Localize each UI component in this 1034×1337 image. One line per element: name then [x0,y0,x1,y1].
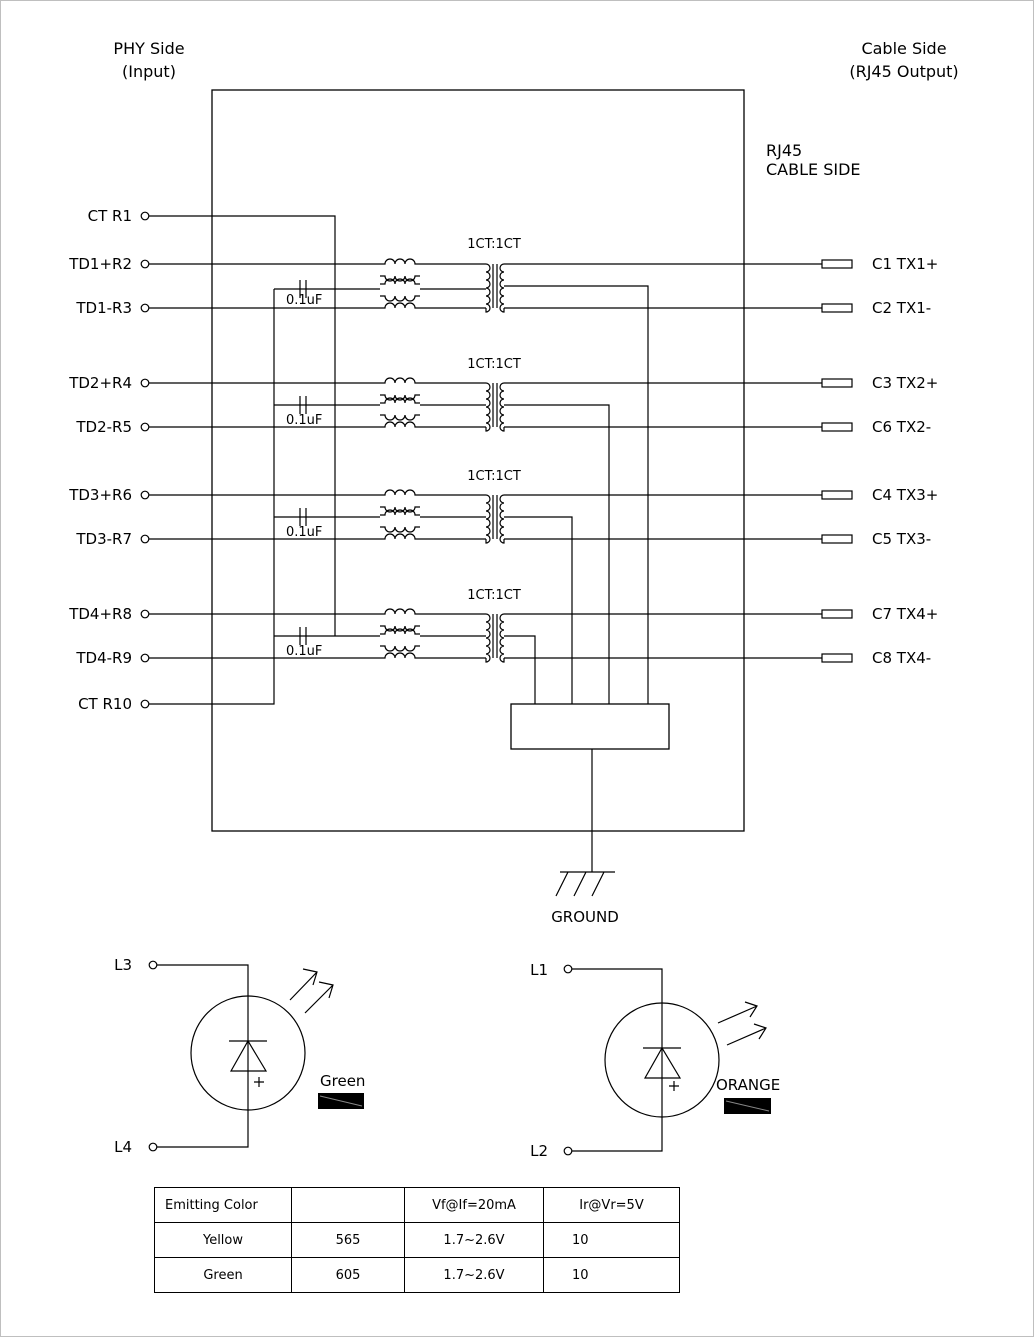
ct-r1-wire [149,215,336,636]
pin-terminal [140,211,150,221]
table-cell: 565 [291,1222,405,1258]
transformer-ratio-label: 1CT:1CT [467,469,521,484]
cable-side-subtitle: (RJ45 Output) [849,62,958,81]
led-spec-table: Emitting Color Vf@If=20mA Ir@Vr=5V Yello… [154,1187,680,1293]
rj45-cable-side-label: CABLE SIDE [766,160,861,179]
led-color-label: Green [320,1072,365,1090]
phy-pin-minus: TD3-R7 [75,530,132,548]
led-diode-symbol [229,1039,268,1072]
phy-pin-ct-r1: CT R1 [88,207,132,225]
table-cell: 10 [543,1222,680,1258]
table-header-cell: Vf@If=20mA [404,1187,544,1223]
cable-pin-minus: C5 TX3- [872,530,931,548]
led-green: L3 L4 Green [114,956,365,1156]
pin-terminal [140,699,150,709]
table-row: Yellow 565 1.7~2.6V 10 [154,1222,680,1258]
ground-label: GROUND [551,908,619,926]
led-pin-l2: L2 [530,1142,548,1160]
table-header-cell [291,1187,405,1223]
transformer-ratio-label: 1CT:1CT [467,588,521,603]
led-pin-l1: L1 [530,961,548,979]
cable-side-title: Cable Side [861,39,946,58]
phy-pin-minus: TD2-R5 [75,418,132,436]
phy-pin-plus: TD1+R2 [68,255,132,273]
phy-pin-ct-r10: CT R10 [78,695,132,713]
led-orange: L1 L2 ORANGE [530,961,780,1160]
capacitor-value-label: 0.1uF [286,644,322,659]
ground-symbol [555,749,615,897]
table-header-row: Emitting Color Vf@If=20mA Ir@Vr=5V [154,1187,680,1223]
table-header-cell: Emitting Color [154,1187,292,1223]
led-pin-l4: L4 [114,1138,132,1156]
cable-pin-minus: C6 TX2- [872,418,931,436]
capacitor-value-label: 0.1uF [286,525,322,540]
led-pin-l3: L3 [114,956,132,974]
channel-1: TD1+R2 TD1-R3 1CT:1CT 0.1uF C1 TX1+ C2 T… [68,237,938,704]
cable-pin-plus: C3 TX2+ [872,374,938,392]
phy-pin-minus: TD1-R3 [75,299,132,317]
phy-pin-minus: TD4-R9 [75,649,132,667]
table-cell: 1.7~2.6V [404,1222,544,1258]
cable-pin-minus: C8 TX4- [872,649,931,667]
capacitor-value-label: 0.1uF [286,413,322,428]
phy-side-title: PHY Side [113,39,184,58]
table-cell: 605 [291,1257,405,1293]
led-emission-arrows [717,1001,767,1046]
rj45-label: RJ45 [766,141,802,160]
table-header-cell: Ir@Vr=5V [543,1187,680,1223]
table-cell: Green [154,1257,292,1293]
phy-side-subtitle: (Input) [122,62,176,81]
channel-3: TD3+R6 TD3-R7 1CT:1CT 0.1uF C4 TX3+ C5 T… [68,469,938,704]
led-emission-arrows [289,968,334,1014]
channel-4: TD4+R8 TD4-R9 1CT:1CT 0.1uF C7 TX4+ C8 T… [68,588,938,704]
table-cell: 1.7~2.6V [404,1257,544,1293]
cable-pin-plus: C4 TX3+ [872,486,938,504]
cable-pin-plus: C7 TX4+ [872,605,938,623]
phy-pin-plus: TD4+R8 [68,605,132,623]
table-cell: 10 [543,1257,680,1293]
phy-pin-plus: TD3+R6 [68,486,132,504]
transformer-ratio-label: 1CT:1CT [467,357,521,372]
capacitor-value-label: 0.1uF [286,293,322,308]
phy-pin-plus: TD2+R4 [68,374,132,392]
table-cell: Yellow [154,1222,292,1258]
termination-block [510,703,670,750]
table-row: Green 605 1.7~2.6V 10 [154,1257,680,1293]
channel-2: TD2+R4 TD2-R5 1CT:1CT 0.1uF C3 TX2+ C6 T… [68,357,938,704]
led-color-label: ORANGE [716,1076,780,1094]
led-diode-symbol [643,1046,682,1079]
cable-pin-minus: C2 TX1- [872,299,931,317]
cable-pin-plus: C1 TX1+ [872,255,938,273]
magnetics-module-box [211,89,745,832]
transformer-ratio-label: 1CT:1CT [467,237,521,252]
